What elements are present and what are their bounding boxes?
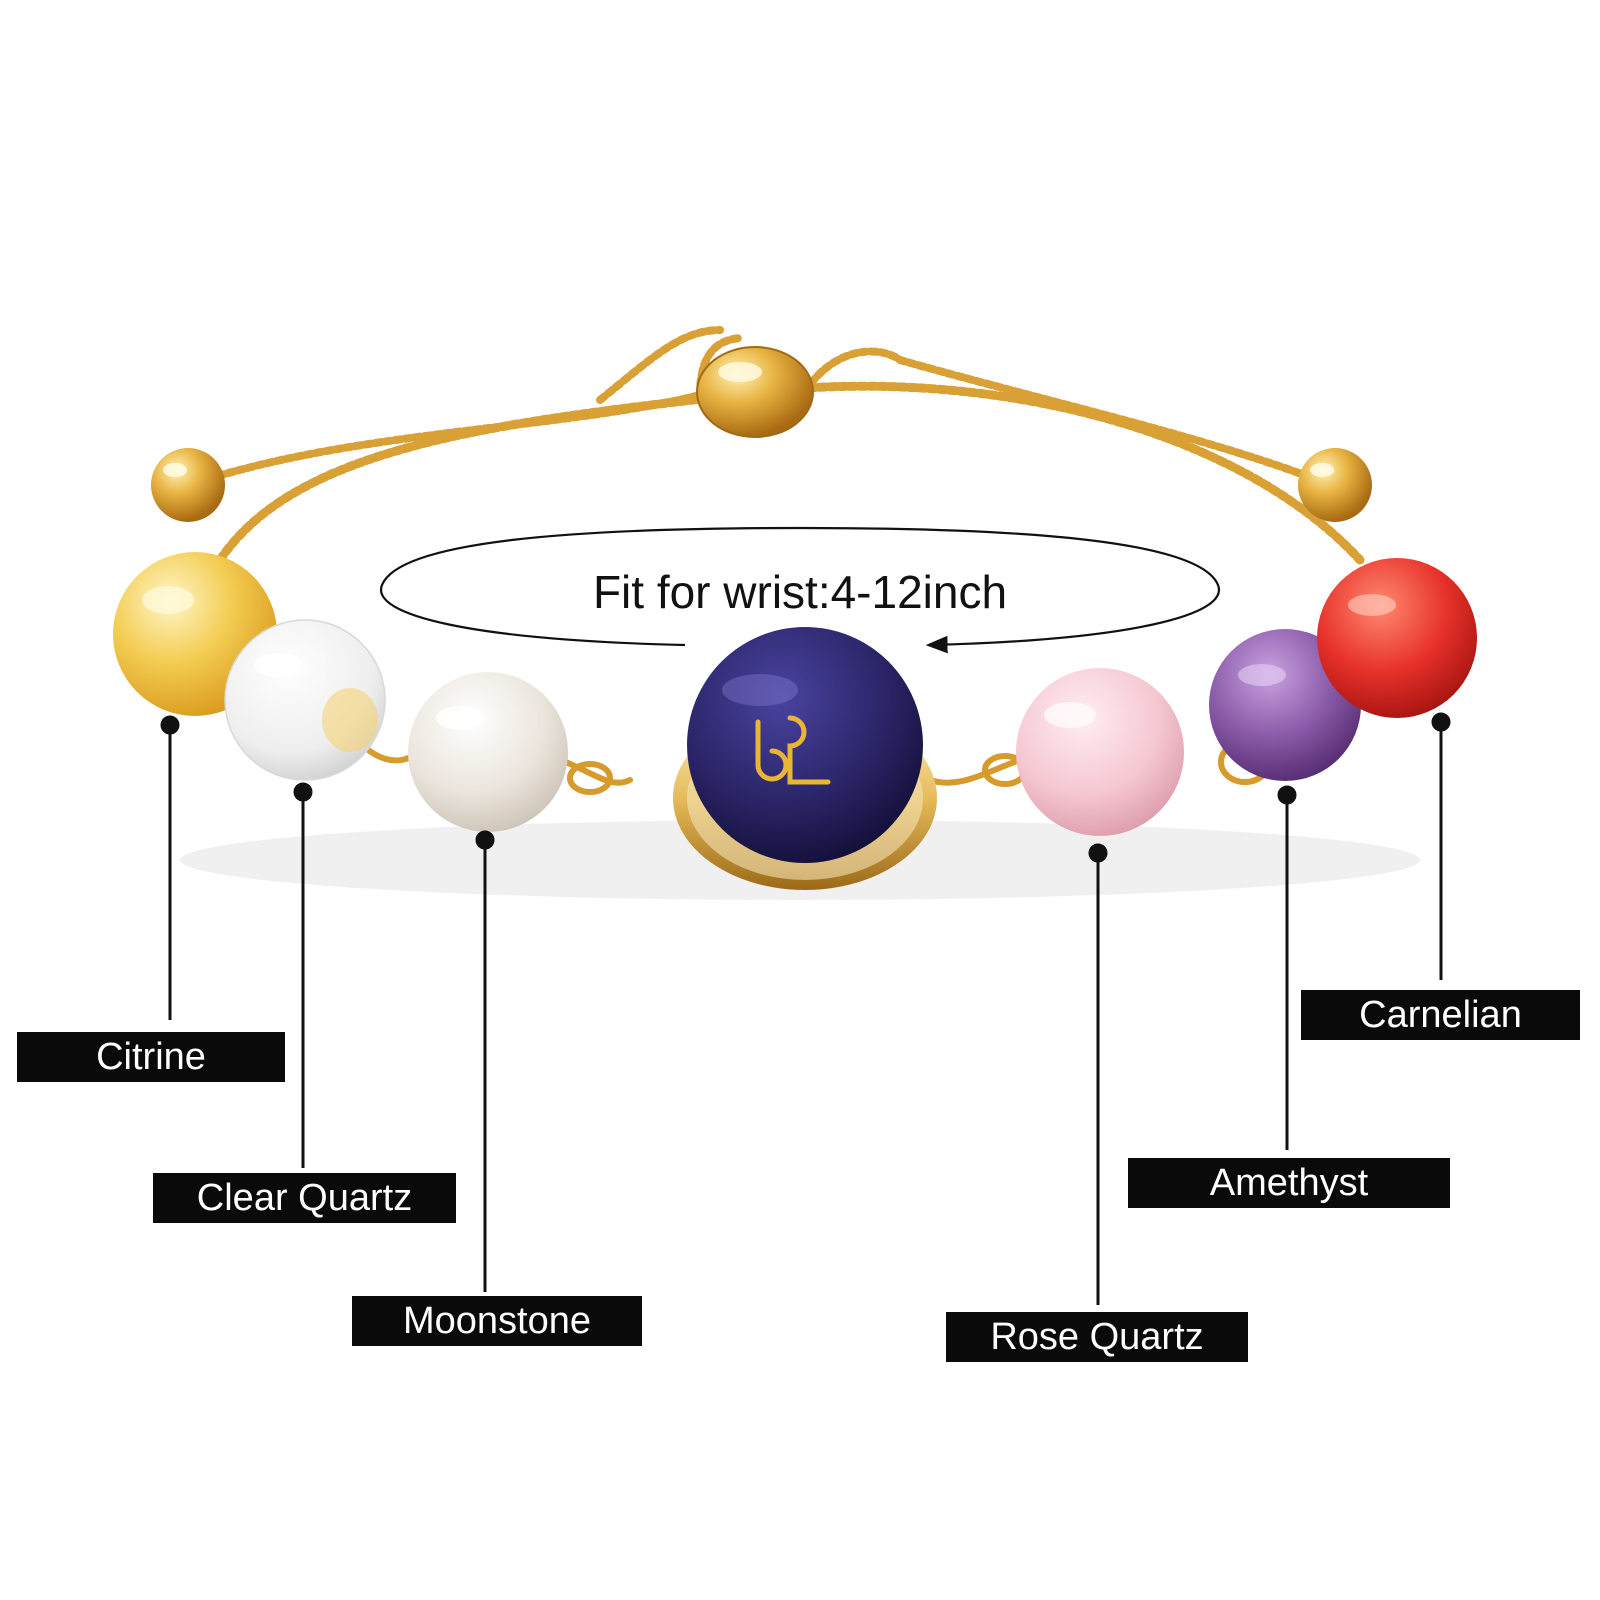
label-moonstone: Moonstone (352, 1296, 642, 1346)
capricorn-symbol-icon (755, 715, 831, 785)
label-amethyst: Amethyst (1128, 1158, 1450, 1208)
end-bead-left (151, 448, 225, 522)
label-carnelian: Carnelian (1301, 990, 1580, 1040)
clear-quartz-bead (224, 619, 386, 781)
label-rose-quartz: Rose Quartz (946, 1312, 1248, 1362)
moonstone-bead (408, 672, 568, 832)
label-citrine: Citrine (17, 1032, 285, 1082)
end-bead-right (1298, 448, 1372, 522)
label-clear-quartz: Clear Quartz (153, 1173, 456, 1223)
wrist-size-ellipse (379, 526, 1221, 654)
rose-quartz-bead (1016, 668, 1184, 836)
carnelian-bead (1317, 558, 1477, 718)
zodiac-center-stone (673, 627, 937, 890)
leader-lines (160, 712, 1451, 1305)
slider-bead (696, 346, 814, 438)
wrist-size-text: Fit for wrist:4-12inch (592, 566, 1008, 618)
